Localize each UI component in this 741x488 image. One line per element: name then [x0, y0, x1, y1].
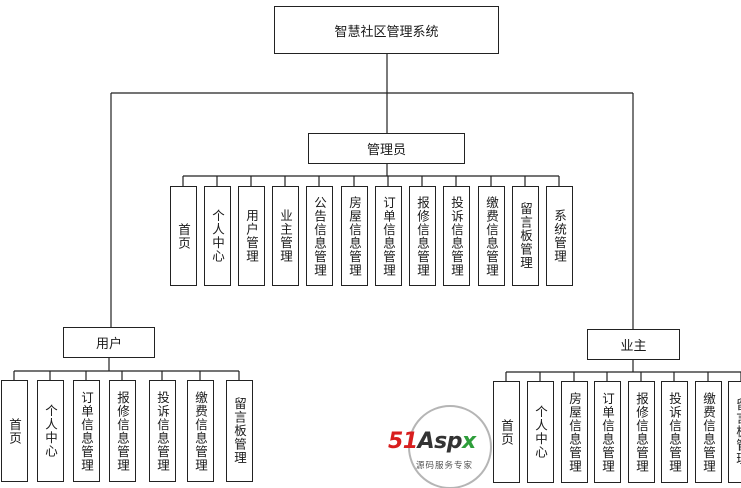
admin-child: 公告信息管理 [306, 186, 333, 286]
admin-node: 管理员 [308, 133, 465, 164]
admin-child: 报修信息管理 [409, 186, 436, 286]
user-child: 订单信息管理 [73, 380, 100, 482]
admin-child: 系统管理 [546, 186, 573, 286]
owner-child: 房屋信息管理 [561, 381, 588, 483]
admin-child: 订单信息管理 [375, 186, 402, 286]
user-label: 用户 [95, 337, 122, 352]
root-label: 智慧社区管理系统 [334, 24, 439, 40]
owner-child: 留言板管理 [728, 381, 741, 483]
user-child: 投诉信息管理 [149, 380, 176, 482]
admin-child: 留言板管理 [512, 186, 539, 286]
user-child: 缴费信息管理 [187, 380, 214, 482]
owner-node: 业主 [587, 329, 680, 360]
owner-child: 投诉信息管理 [661, 381, 688, 483]
admin-child: 个人中心 [204, 186, 231, 286]
admin-child: 缴费信息管理 [478, 186, 505, 286]
owner-child: 缴费信息管理 [695, 381, 722, 483]
admin-child: 房屋信息管理 [341, 186, 368, 286]
admin-child: 投诉信息管理 [443, 186, 470, 286]
user-child: 个人中心 [37, 380, 64, 482]
owner-child: 报修信息管理 [628, 381, 655, 483]
owner-child: 个人中心 [527, 381, 554, 483]
user-node: 用户 [63, 327, 155, 358]
user-child: 报修信息管理 [109, 380, 136, 482]
user-child: 留言板管理 [226, 380, 253, 482]
owner-child: 订单信息管理 [594, 381, 621, 483]
owner-child: 首页 [493, 381, 520, 483]
root-node: 智慧社区管理系统 [274, 6, 499, 54]
admin-child: 首页 [170, 186, 197, 286]
owner-label: 业主 [620, 339, 647, 354]
admin-child: 业主管理 [272, 186, 299, 286]
admin-child: 用户管理 [238, 186, 265, 286]
user-child: 首页 [1, 380, 28, 482]
admin-label: 管理员 [366, 143, 406, 158]
